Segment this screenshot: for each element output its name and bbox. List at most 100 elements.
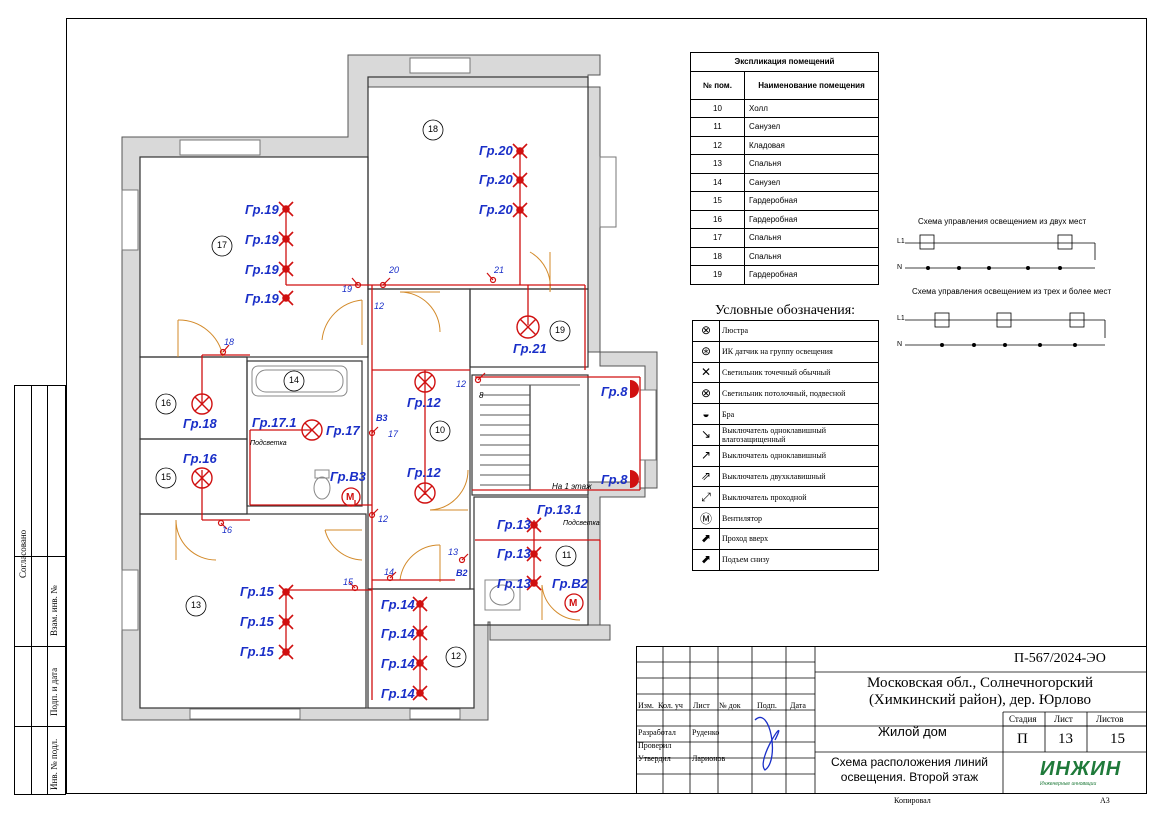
group-label: Гр.12	[407, 395, 441, 410]
sconce-icon: ◒	[692, 403, 720, 425]
legend-title: Условные обозначения:	[715, 303, 856, 318]
explication-room-name: Спальня	[744, 246, 879, 266]
ceiling-light-icon: ⊗	[692, 382, 720, 405]
explication-room-number: 17	[690, 228, 745, 248]
scheme-l1-label: L1	[897, 238, 905, 245]
explication-room-name: Гардеробная	[744, 209, 879, 229]
legend-row: ⊛ИК датчик на группу освещения	[692, 340, 879, 363]
switch-passthrough-icon: ⤢	[692, 486, 720, 509]
group-label: Гр.20	[479, 172, 513, 187]
group-label: Гр.17	[326, 423, 360, 438]
legend-label: Выключатель проходной	[719, 486, 879, 509]
group-label: Гр.13	[497, 576, 531, 591]
col-data: Дата	[790, 701, 806, 710]
ir-sensor-icon: ⊛	[692, 340, 720, 363]
legend-table: ⊗Люстра⊛ИК датчик на группу освещения✕Св…	[692, 320, 879, 571]
object-name: Жилой дом	[878, 724, 947, 739]
group-label: Гр.13.1	[537, 502, 582, 517]
explication-room-name: Гардеробная	[744, 265, 879, 285]
switch-19-label: 19	[342, 284, 353, 294]
group-label: Гр.19	[245, 232, 279, 247]
legend-row: ⬈Подъем снизу	[692, 548, 879, 571]
room-11-number: 11	[562, 550, 572, 560]
svg-text:M: M	[569, 598, 577, 609]
explication-room-number: 13	[690, 154, 745, 174]
group-label: Гр.19	[245, 291, 279, 306]
company-logo: ИНЖИН Инженерные инновации	[1040, 758, 1121, 787]
legend-row: ⊗Светильник потолочный, подвесной	[692, 382, 879, 405]
switch-b3-label: B3	[376, 413, 388, 423]
spot-light-icon: ✕	[692, 361, 720, 384]
explication-room-number: 19	[690, 265, 745, 285]
group-label: Гр.18	[183, 416, 217, 431]
legend-label: Выключатель одноклавишный влагозащищенны…	[719, 423, 879, 446]
project-location: Московская обл., Солнечногорский (Химкин…	[867, 675, 1093, 708]
group-label: Гр.15	[240, 644, 274, 659]
switch-8-label: 8	[479, 391, 484, 400]
fan-icon: Ⓜ	[692, 507, 720, 529]
switch-12-label: 12	[456, 379, 467, 389]
explication-room-name: Санузел	[744, 172, 879, 192]
explication-room-name: Спальня	[744, 228, 879, 248]
switch-double-icon: ⇗	[692, 465, 720, 488]
group-label: Гр.19	[245, 202, 279, 217]
explication-room-number: 11	[690, 117, 745, 137]
sheet-value: 13	[1058, 731, 1073, 747]
switch-16-label: 16	[222, 525, 233, 535]
group-label: Гр.17.1	[252, 415, 297, 430]
explication-room-name: Кладовая	[744, 135, 879, 155]
col-izm: Изм.	[638, 701, 654, 710]
switch-18-label: 18	[224, 337, 235, 347]
group-label: Гр.20	[479, 202, 513, 217]
legend-label: Выключатель одноклавишный	[719, 444, 879, 467]
group-label: Гр.19	[245, 262, 279, 277]
switch-21-label: 21	[494, 265, 505, 275]
title-block	[636, 646, 1147, 794]
col-kol: Кол. уч	[658, 701, 683, 710]
stage-value: П	[1017, 731, 1028, 747]
approved-label: Утвердил	[638, 754, 671, 763]
group-label: Гр.16	[183, 451, 217, 466]
explication-col-num: № пом.	[690, 70, 745, 100]
sheet-title: Схема расположения линий освещения. Втор…	[831, 755, 988, 784]
copied-label: Копировал	[894, 796, 931, 805]
pass-up-icon: ⬈	[692, 527, 720, 550]
legend-label: Выключатель двухклавишный	[719, 465, 879, 488]
group-label: Гр.14	[381, 626, 415, 641]
backlight-label: Подсветка	[250, 440, 287, 447]
explication-room-name: Холл	[744, 98, 879, 118]
rise-from-below-icon: ⬈	[692, 548, 720, 571]
group-label: Гр.B2	[552, 576, 588, 591]
group-label: Гр.12	[407, 465, 441, 480]
scheme-n-label: N	[897, 341, 903, 348]
legend-label: Светильник точечный обычный	[719, 361, 879, 384]
group-label: Гр.8	[601, 472, 628, 487]
switch-single-icon: ↗	[692, 444, 720, 467]
legend-row: ⤢Выключатель проходной	[692, 486, 879, 509]
explication-title: Экспликация помещений	[690, 52, 879, 72]
legend-row: ⊗Люстра	[692, 320, 879, 342]
scheme-l1-label: L1	[897, 315, 905, 322]
chandelier-icon: ⊗	[692, 320, 720, 342]
col-list: Лист	[693, 701, 710, 710]
room-12-number: 12	[451, 651, 462, 661]
group-label: Гр.14	[381, 597, 415, 612]
doc-code: П-567/2024-ЭО	[1014, 651, 1106, 666]
switch-waterproof-icon: ↘	[692, 423, 720, 446]
group-label: Гр.20	[479, 143, 513, 158]
legend-row: ↗Выключатель одноклавишный	[692, 444, 879, 467]
explication-room-number: 10	[690, 98, 745, 118]
developer-name: Руденко	[692, 728, 720, 737]
room-16-number: 16	[161, 398, 172, 408]
